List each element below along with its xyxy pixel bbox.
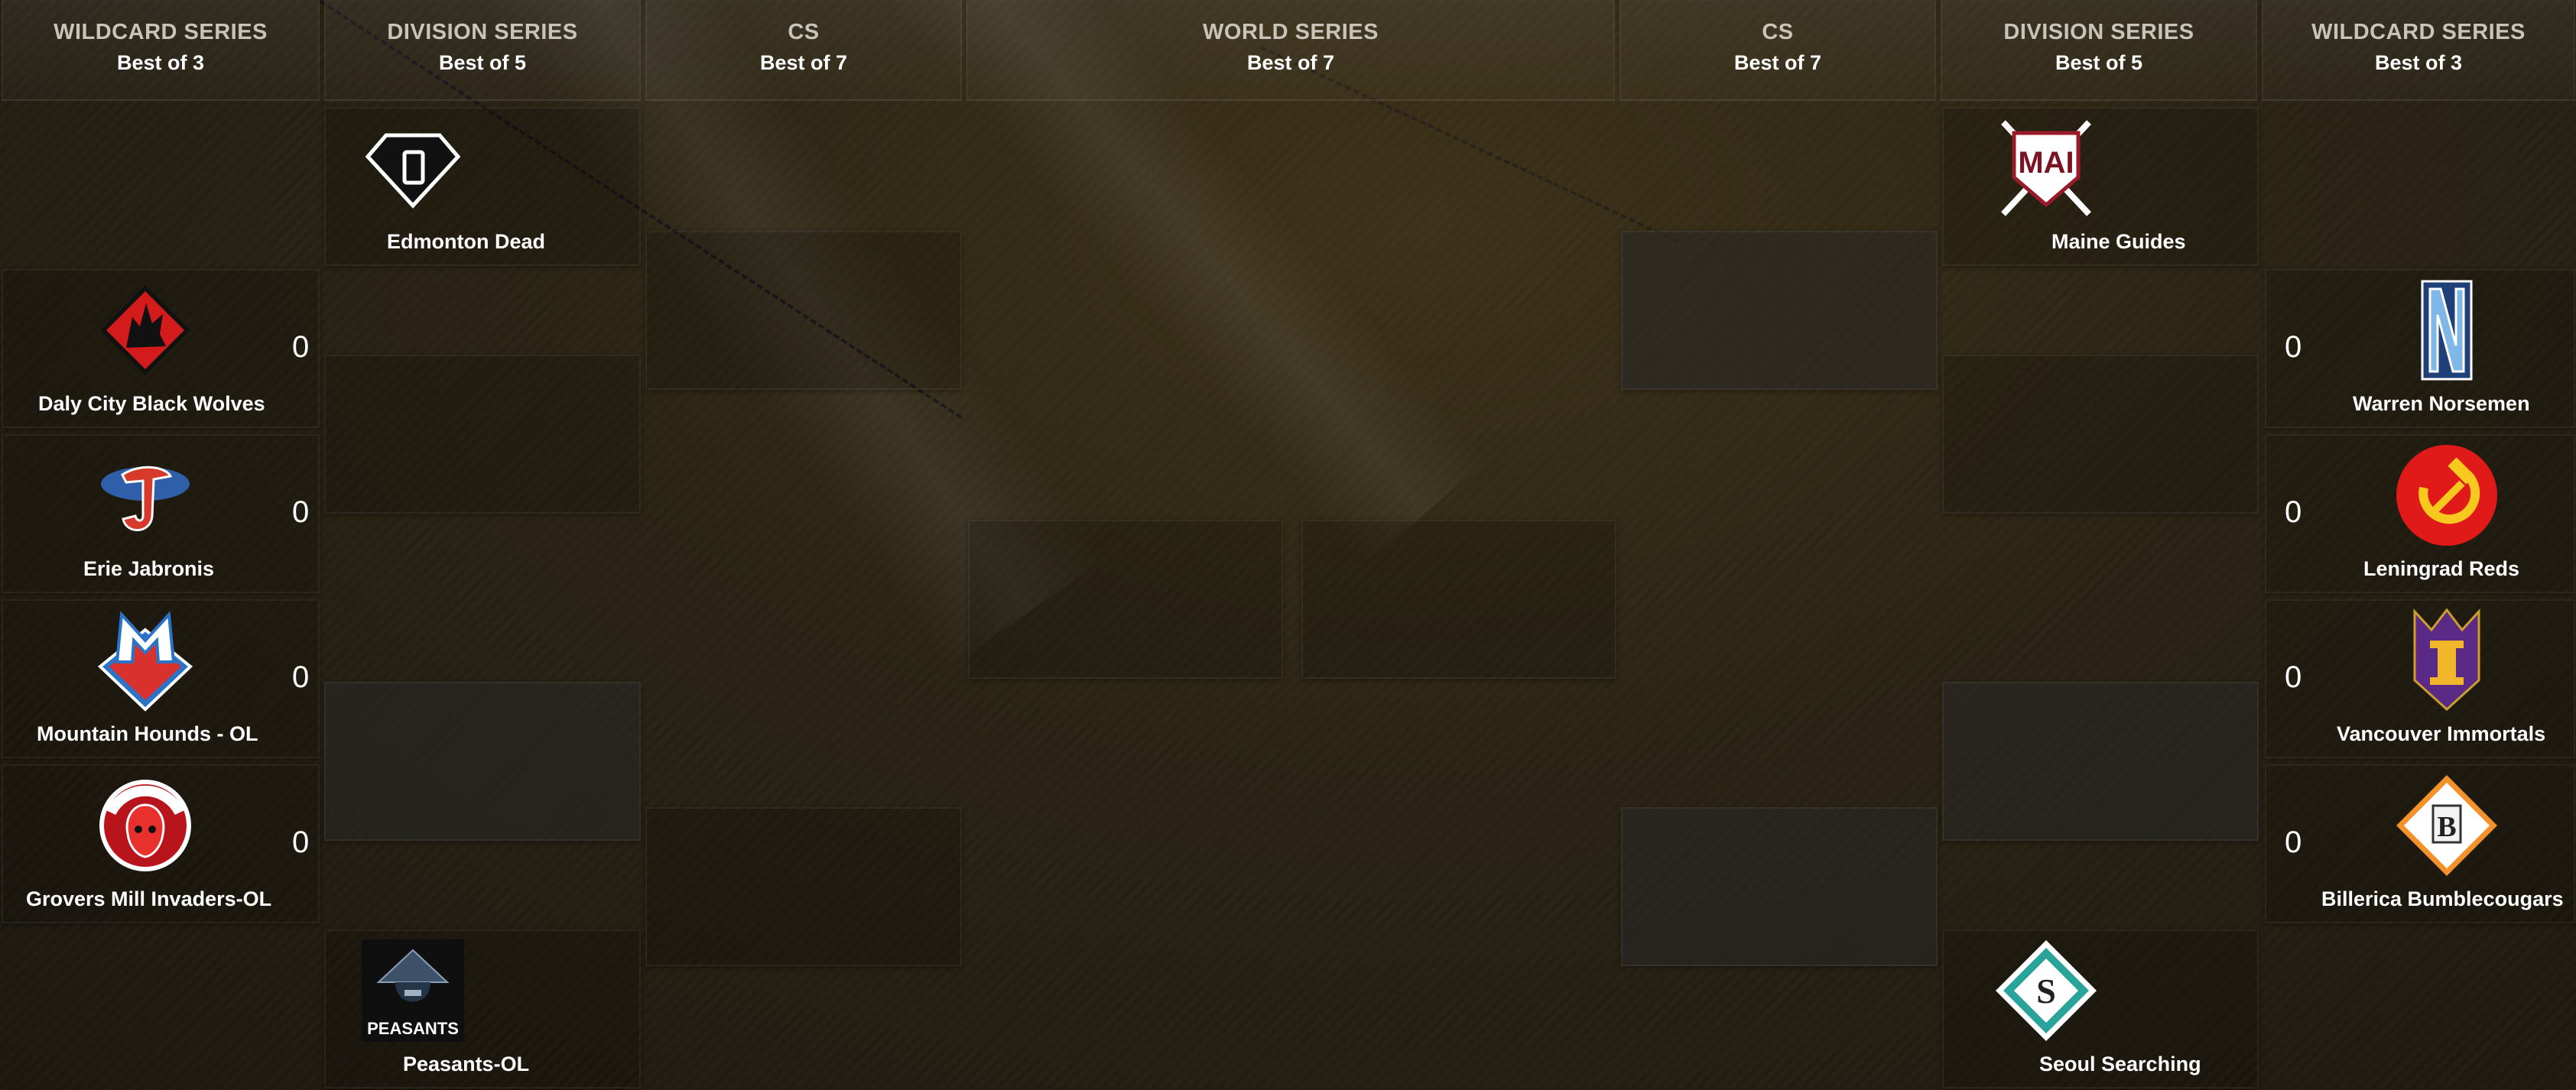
header-subtitle: Best of 7 xyxy=(759,51,848,74)
header-title: WILDCARD SERIES xyxy=(54,20,268,44)
empty-slot xyxy=(968,520,1283,679)
empty-slot xyxy=(324,355,641,514)
team-name: Peasants-OL xyxy=(403,1053,530,1075)
team-slot-seoul-searching[interactable]: S Seoul Searching xyxy=(1942,929,2259,1088)
crown-i-logo-icon xyxy=(2393,607,2500,714)
j-logo-icon xyxy=(92,442,199,549)
header-subtitle: Best of 7 xyxy=(1246,51,1335,74)
team-slot-vancouver-immortals[interactable]: Vancouver Immortals 0 xyxy=(2265,599,2575,758)
empty-slot xyxy=(1621,231,1938,390)
svg-text:S: S xyxy=(2036,972,2056,1011)
team-slot-mountain-hounds-ol[interactable]: Mountain Hounds - OL 0 xyxy=(2,599,320,758)
team-slot-warren-norsemen[interactable]: Warren Norsemen 0 xyxy=(2265,269,2575,428)
header-subtitle: Best of 7 xyxy=(1733,51,1822,74)
team-name: Maine Guides xyxy=(2051,230,2186,253)
header-title: CS xyxy=(1762,20,1794,44)
empty-slot xyxy=(1942,682,2259,841)
svg-text:PEASANTS: PEASANTS xyxy=(367,1019,459,1038)
empty-slot xyxy=(645,807,962,966)
empty-slot xyxy=(324,682,641,841)
team-name: Erie Jabronis xyxy=(83,557,215,580)
team-name: Vancouver Immortals xyxy=(2337,722,2546,745)
header-subtitle: Best of 3 xyxy=(116,51,205,74)
team-slot-grovers-mill-invaders-ol[interactable]: Grovers Mill Invaders-OL 0 xyxy=(2,764,320,923)
header-subtitle: Best of 3 xyxy=(2374,51,2463,74)
team-name: Daly City Black Wolves xyxy=(38,392,265,415)
b-diamond-logo-icon: B xyxy=(2393,772,2500,879)
empty-slot xyxy=(1301,520,1616,679)
team-name: Grovers Mill Invaders-OL xyxy=(26,887,272,910)
empty-slot xyxy=(645,231,962,390)
s-diamond-logo-icon: S xyxy=(1993,937,2100,1044)
invaders-logo-icon xyxy=(92,772,199,879)
header-wildcard-right: WILDCARD SERIES Best of 3 xyxy=(2262,0,2575,101)
header-title: CS xyxy=(788,20,820,44)
team-slot-peasants-ol[interactable]: PEASANTS Peasants-OL xyxy=(324,929,641,1088)
header-division-right: DIVISION SERIES Best of 5 xyxy=(1941,0,2257,101)
header-division-left: DIVISION SERIES Best of 5 xyxy=(324,0,641,101)
header-title: WILDCARD SERIES xyxy=(2311,20,2526,44)
team-name: Seoul Searching xyxy=(2039,1053,2201,1075)
series-score: 0 xyxy=(292,826,310,859)
hammer-sickle-logo-icon xyxy=(2393,442,2500,549)
series-score: 0 xyxy=(2285,826,2302,859)
n-logo-icon xyxy=(2393,277,2500,384)
diamond-d-logo-icon xyxy=(359,115,466,222)
series-score: 0 xyxy=(292,495,310,529)
team-name: Mountain Hounds - OL xyxy=(37,722,258,745)
header-wildcard-left: WILDCARD SERIES Best of 3 xyxy=(2,0,320,101)
header-subtitle: Best of 5 xyxy=(2055,51,2143,74)
team-slot-maine-guides[interactable]: MAI Maine Guides xyxy=(1942,107,2259,266)
header-title: WORLD SERIES xyxy=(1203,20,1379,44)
team-name: Edmonton Dead xyxy=(387,230,545,253)
series-score: 0 xyxy=(2285,330,2302,364)
mai-logo-icon: MAI xyxy=(1993,115,2100,222)
peasants-logo-icon: PEASANTS xyxy=(359,937,466,1044)
svg-text:B: B xyxy=(2437,811,2456,843)
series-score: 0 xyxy=(2285,660,2302,694)
header-subtitle: Best of 5 xyxy=(438,51,527,74)
header-cs-right: CS Best of 7 xyxy=(1619,0,1936,101)
wolf-logo-icon xyxy=(92,277,199,384)
team-slot-edmonton-dead[interactable]: Edmonton Dead xyxy=(324,107,641,266)
team-name: Leningrad Reds xyxy=(2363,557,2520,580)
team-name: Warren Norsemen xyxy=(2353,392,2530,415)
m-shield-logo-icon xyxy=(92,607,199,714)
team-slot-erie-jabronis[interactable]: Erie Jabronis 0 xyxy=(2,434,320,593)
team-name: Billerica Bumblecougars xyxy=(2321,887,2564,910)
series-score: 0 xyxy=(2285,495,2302,529)
series-score: 0 xyxy=(292,660,310,694)
header-title: DIVISION SERIES xyxy=(387,20,578,44)
empty-slot xyxy=(1621,807,1938,966)
header-title: DIVISION SERIES xyxy=(2003,20,2194,44)
header-world-series: WORLD SERIES Best of 7 xyxy=(966,0,1615,101)
series-score: 0 xyxy=(292,330,310,364)
team-slot-leningrad-reds[interactable]: Leningrad Reds 0 xyxy=(2265,434,2575,593)
team-slot-daly-city-black-wolves[interactable]: Daly City Black Wolves 0 xyxy=(2,269,320,428)
header-cs-left: CS Best of 7 xyxy=(645,0,962,101)
team-slot-billerica-bumblecougars[interactable]: B Billerica Bumblecougars 0 xyxy=(2265,764,2575,923)
empty-slot xyxy=(1942,355,2259,514)
svg-text:MAI: MAI xyxy=(2018,146,2074,180)
